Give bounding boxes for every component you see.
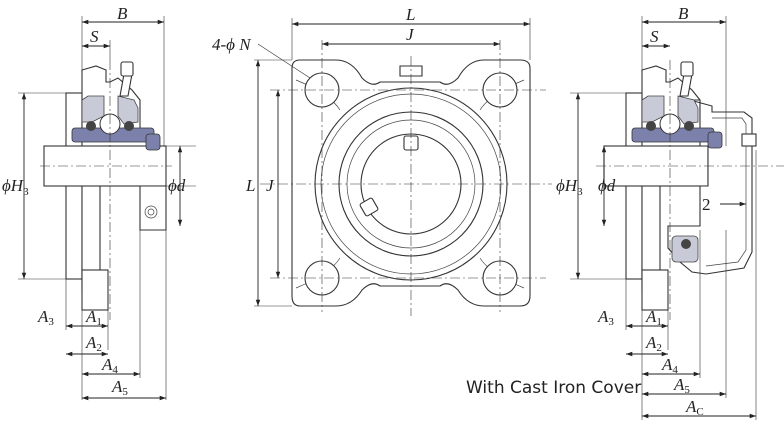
right-label-A1: A1 <box>645 307 662 328</box>
right-label-A3: A3 <box>597 307 614 328</box>
right-caption: With Cast Iron Cover <box>466 378 641 398</box>
left-set-bolt <box>144 205 158 219</box>
left-label-A4: A4 <box>101 355 118 376</box>
left-label-A1: A1 <box>85 307 102 328</box>
right-label-AC: AC <box>685 397 704 418</box>
right-label-A2: A2 <box>645 333 662 354</box>
front-setscrew-side <box>359 197 379 217</box>
right-label-phiH3: ϕH3 <box>556 176 583 198</box>
left-label-phiH3: ϕH3 <box>2 176 29 198</box>
right-label-S: S <box>650 27 659 46</box>
right-label-2: 2 <box>702 195 711 214</box>
left-label-A5: A5 <box>111 377 128 398</box>
front-label-4-phi-N: 4-ϕ N <box>212 35 252 54</box>
front-view: L J 4-ϕ N L J <box>212 5 552 316</box>
right-label-B: B <box>678 4 689 23</box>
right-label-phid: ϕd <box>598 176 616 195</box>
left-label-A2: A2 <box>85 333 102 354</box>
left-setscrew <box>145 133 161 151</box>
left-side-view: B S ϕH3 ϕd A1 A3 A2 A4 A5 <box>2 4 196 401</box>
right-label-A4: A4 <box>661 355 678 376</box>
left-label-S: S <box>90 27 99 46</box>
left-collar <box>81 269 109 311</box>
front-label-L-top: L <box>405 5 415 24</box>
front-label-L-side: L <box>245 176 255 195</box>
left-label-B: B <box>117 4 128 23</box>
left-label-phid: ϕd <box>168 176 186 195</box>
front-label-J-top: J <box>406 25 415 44</box>
left-inner-ring <box>100 185 167 231</box>
right-side-view: B S ϕH3 ϕd 2 A1 A3 A2 A4 A5 AC With Cast… <box>466 4 784 420</box>
left-label-A3: A3 <box>37 307 54 328</box>
right-label-A5: A5 <box>673 375 690 396</box>
front-label-J-side: J <box>266 176 275 195</box>
right-cover-plug <box>741 133 757 147</box>
